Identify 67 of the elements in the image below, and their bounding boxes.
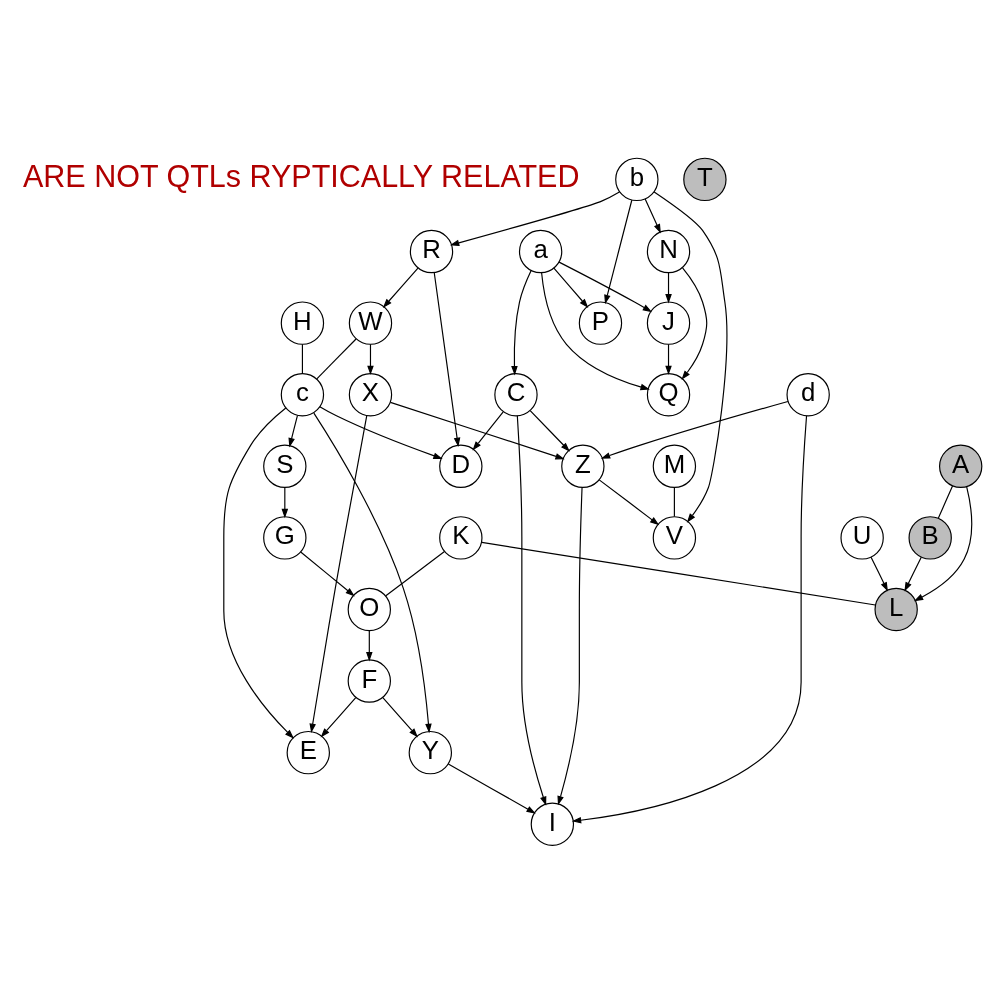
arrow	[367, 343, 374, 375]
arrow	[433, 271, 461, 447]
arrow	[870, 556, 888, 592]
arrow	[557, 486, 583, 805]
arrow	[313, 412, 432, 733]
node-circle: T	[683, 157, 727, 201]
arrow	[904, 556, 922, 592]
arrow	[472, 410, 504, 451]
connector	[937, 484, 954, 519]
node-circle: C	[494, 372, 538, 416]
node-circle: A	[939, 444, 983, 488]
node-circle: J	[646, 300, 691, 345]
arrow	[449, 190, 620, 246]
arrow	[558, 261, 653, 312]
connector	[481, 541, 876, 606]
node-circle: d	[786, 372, 830, 416]
arrow	[382, 696, 418, 737]
connector	[316, 337, 357, 379]
node-circle: b	[615, 157, 659, 201]
arrow	[382, 267, 419, 308]
label: ARE NOT QTLs RYPTICALLY RELATED	[22, 158, 580, 193]
node-circle: M	[652, 444, 697, 488]
arrow	[665, 271, 672, 304]
arrow	[571, 414, 808, 823]
node-circle: V	[652, 515, 697, 560]
arrow	[309, 414, 368, 733]
arrow	[300, 551, 355, 596]
node-circle: I	[530, 801, 575, 846]
node-circle: R	[409, 229, 454, 273]
node-circle: Y	[408, 730, 453, 774]
arrow	[665, 343, 672, 375]
arrow	[529, 409, 570, 452]
arrow	[681, 266, 708, 380]
arrow	[389, 401, 565, 459]
arrow	[600, 400, 789, 459]
node-circle: c	[280, 372, 325, 416]
node-circle: S	[263, 444, 307, 488]
connector	[301, 343, 303, 374]
node-circle: D	[439, 444, 483, 488]
arrow	[913, 485, 973, 601]
node-circle: Q	[646, 372, 691, 416]
node-circle: a	[518, 229, 563, 273]
node-circle: K	[439, 515, 483, 560]
arrow	[511, 269, 532, 375]
arrow	[644, 197, 661, 234]
connector	[385, 550, 446, 596]
arrow	[553, 267, 589, 308]
arrow	[319, 405, 443, 459]
arrow	[447, 762, 536, 814]
node-circle: G	[263, 515, 307, 560]
node-circle: U	[840, 515, 884, 560]
node-circle: H	[280, 300, 325, 345]
connector	[673, 486, 675, 517]
arrow	[598, 478, 660, 525]
arrow	[516, 414, 547, 806]
node-circle: F	[347, 658, 391, 703]
arrow	[223, 406, 295, 739]
node-circle: N	[646, 229, 691, 273]
arrow	[281, 486, 289, 518]
arrow	[320, 696, 357, 737]
arrow	[541, 271, 650, 390]
arrow	[604, 199, 633, 304]
arrow	[366, 629, 373, 661]
arrow	[288, 414, 298, 447]
node-circle: B	[908, 515, 952, 560]
node-circle: L	[874, 587, 918, 631]
node-circle: X	[348, 372, 393, 416]
